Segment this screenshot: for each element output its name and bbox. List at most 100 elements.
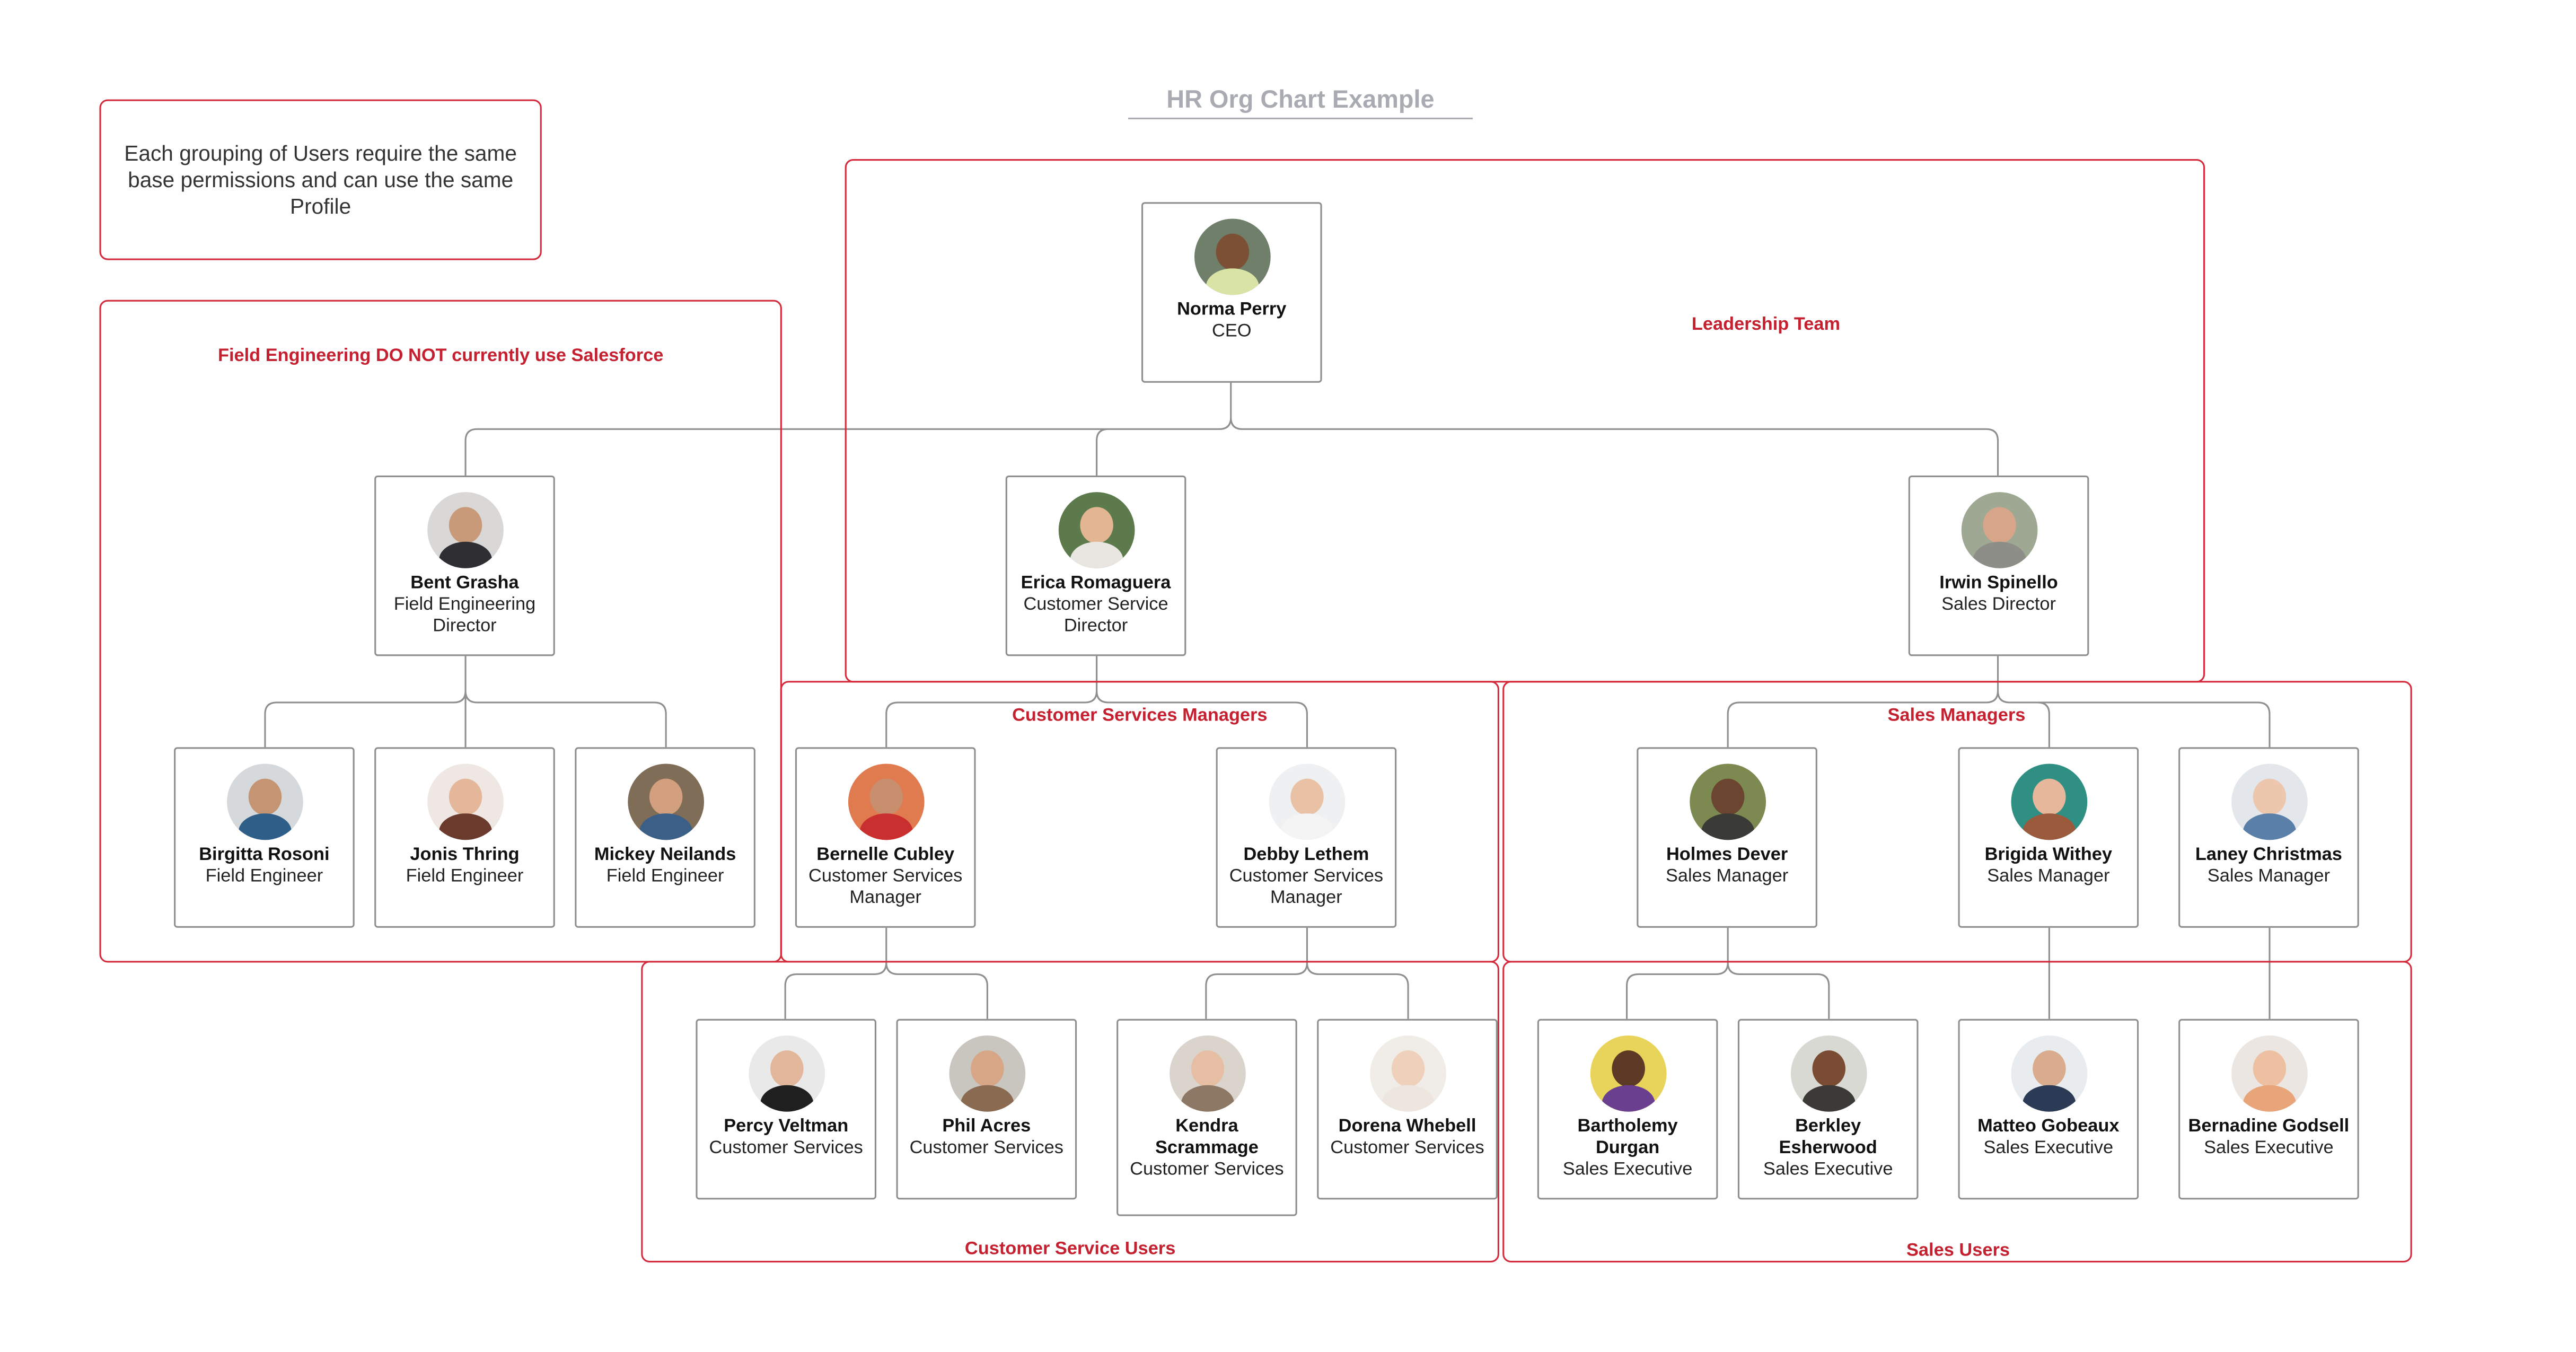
- person-card-brigida-withey[interactable]: Brigida Withey Sales Manager: [1958, 747, 2139, 928]
- person-name: Bartholemy Durgan: [1577, 1117, 1678, 1158]
- group-label-sales-managers: Sales Managers: [1887, 706, 2026, 726]
- person-role: Field Engineer: [205, 866, 323, 886]
- note-text: Each grouping of Users require the same …: [124, 140, 517, 218]
- avatar: [1369, 1035, 1446, 1112]
- person-role: Customer Services: [709, 1138, 863, 1158]
- note-box: Each grouping of Users require the same …: [99, 99, 542, 260]
- avatar: [1689, 763, 1765, 840]
- person-card-percy-veltman[interactable]: Percy Veltman Customer Services: [696, 1019, 877, 1200]
- avatar: [1058, 492, 1134, 568]
- person-name: Holmes Dever: [1666, 845, 1788, 865]
- person-card-bent-grasha[interactable]: Bent Grasha Field Engineering Director: [374, 475, 555, 656]
- avatar: [426, 763, 503, 840]
- person-role: Field Engineering Director: [393, 594, 536, 636]
- person-name: Norma Perry: [1177, 300, 1287, 320]
- connector-irwin-to-sales-managers: [1727, 656, 2271, 748]
- person-name: Bent Grasha: [410, 573, 519, 593]
- person-name: Dorena Whebell: [1338, 1117, 1476, 1137]
- group-label-leadership: Leadership Team: [1691, 314, 1841, 335]
- group-label-cs-users: Customer Service Users: [964, 1239, 1176, 1259]
- group-label-sales-users: Sales Users: [1906, 1241, 2010, 1261]
- person-role: Customer Services: [1130, 1160, 1284, 1180]
- person-card-kendra-scrammage[interactable]: Kendra Scrammage Customer Services: [1116, 1019, 1297, 1216]
- person-role: Sales Executive: [2204, 1138, 2334, 1158]
- page-title: HR Org Chart Example: [1166, 86, 1435, 115]
- avatar: [226, 763, 303, 840]
- avatar: [627, 763, 704, 840]
- person-card-jonis-thring[interactable]: Jonis Thring Field Engineer: [374, 747, 555, 928]
- person-card-holmes-dever[interactable]: Holmes Dever Sales Manager: [1637, 747, 1817, 928]
- person-name: Debby Lethem: [1243, 845, 1369, 865]
- avatar: [1193, 218, 1270, 295]
- person-role: Sales Executive: [1983, 1138, 2114, 1158]
- connector-erica-to-cs-managers: [885, 656, 1308, 748]
- connector-bent-to-engineers: [264, 656, 667, 748]
- avatar: [1790, 1035, 1867, 1112]
- person-card-mickey-neilands[interactable]: Mickey Neilands Field Engineer: [575, 747, 755, 928]
- avatar: [2230, 763, 2307, 840]
- person-card-phil-acres[interactable]: Phil Acres Customer Services: [896, 1019, 1077, 1200]
- person-name: Berkley Esherwood: [1779, 1117, 1877, 1158]
- connector-ceo-to-directors: [464, 382, 1999, 476]
- avatar: [2010, 763, 2087, 840]
- person-card-bernadine-godsell[interactable]: Bernadine Godsell Sales Executive: [2178, 1019, 2359, 1200]
- connector-debby-to-users: [1205, 927, 1409, 1019]
- person-name: Brigida Withey: [1984, 845, 2112, 865]
- person-role: Customer Services Manager: [1229, 866, 1384, 908]
- avatar: [1589, 1035, 1666, 1112]
- person-role: Customer Services: [1330, 1138, 1484, 1158]
- person-name: Percy Veltman: [724, 1117, 849, 1137]
- group-sales-users: [1502, 961, 2412, 1263]
- person-card-debby-lethem[interactable]: Debby Lethem Customer Services Manager: [1216, 747, 1397, 928]
- person-name: Matteo Gobeaux: [1977, 1117, 2120, 1137]
- connector-bernelle-to-users: [784, 927, 988, 1019]
- avatar: [847, 763, 924, 840]
- person-card-erica-romaguera[interactable]: Erica Romaguera Customer Service Directo…: [1005, 475, 1186, 656]
- person-name: Bernadine Godsell: [2188, 1117, 2350, 1137]
- person-card-bernelle-cubley[interactable]: Bernelle Cubley Customer Services Manage…: [795, 747, 976, 928]
- avatar: [1268, 763, 1344, 840]
- person-name: Mickey Neilands: [594, 845, 736, 865]
- person-role: Customer Services Manager: [808, 866, 963, 908]
- person-card-norma-perry[interactable]: Norma Perry CEO: [1141, 202, 1322, 383]
- person-role: Sales Director: [1941, 594, 2056, 615]
- avatar: [426, 492, 503, 568]
- avatar: [2010, 1035, 2087, 1112]
- person-card-irwin-spinello[interactable]: Irwin Spinello Sales Director: [1908, 475, 2089, 656]
- person-name: Erica Romaguera: [1021, 573, 1171, 593]
- avatar: [948, 1035, 1025, 1112]
- person-card-dorena-whebell[interactable]: Dorena Whebell Customer Services: [1317, 1019, 1498, 1200]
- person-role: Customer Service Director: [1023, 594, 1168, 636]
- person-card-berkley-esherwood[interactable]: Berkley Esherwood Sales Executive: [1737, 1019, 1919, 1200]
- avatar: [748, 1035, 824, 1112]
- person-role: Sales Executive: [1763, 1160, 1893, 1180]
- group-field-engineering: [99, 300, 782, 963]
- person-role: CEO: [1212, 321, 1252, 341]
- group-cs-users: [641, 961, 1499, 1263]
- group-label-field-engineering: Field Engineering DO NOT currently use S…: [217, 346, 664, 366]
- person-name: Phil Acres: [942, 1117, 1031, 1137]
- person-card-laney-christmas[interactable]: Laney Christmas Sales Manager: [2178, 747, 2359, 928]
- person-role: Sales Executive: [1562, 1160, 1693, 1180]
- person-name: Bernelle Cubley: [816, 845, 955, 865]
- person-name: Birgitta Rosoni: [199, 845, 330, 865]
- person-card-bartholemy-durgan[interactable]: Bartholemy Durgan Sales Executive: [1537, 1019, 1718, 1200]
- person-card-birgitta-rosoni[interactable]: Birgitta Rosoni Field Engineer: [174, 747, 355, 928]
- person-name: Irwin Spinello: [1939, 573, 2058, 593]
- person-role: Field Engineer: [406, 866, 524, 886]
- person-card-matteo-gobeaux[interactable]: Matteo Gobeaux Sales Executive: [1958, 1019, 2139, 1200]
- person-name: Jonis Thring: [410, 845, 520, 865]
- person-role: Field Engineer: [606, 866, 724, 886]
- person-name: Laney Christmas: [2195, 845, 2342, 865]
- person-role: Sales Manager: [1665, 866, 1789, 886]
- avatar: [1168, 1035, 1245, 1112]
- person-name: Kendra Scrammage: [1155, 1117, 1259, 1158]
- group-label-cs-managers: Customer Services Managers: [1012, 706, 1268, 726]
- person-role: Sales Manager: [2207, 866, 2331, 886]
- person-role: Sales Manager: [1987, 866, 2110, 886]
- title-underline: [1128, 117, 1473, 119]
- avatar: [1960, 492, 2037, 568]
- person-role: Customer Services: [909, 1138, 1063, 1158]
- connector-holmes-to-users: [1625, 927, 1830, 1019]
